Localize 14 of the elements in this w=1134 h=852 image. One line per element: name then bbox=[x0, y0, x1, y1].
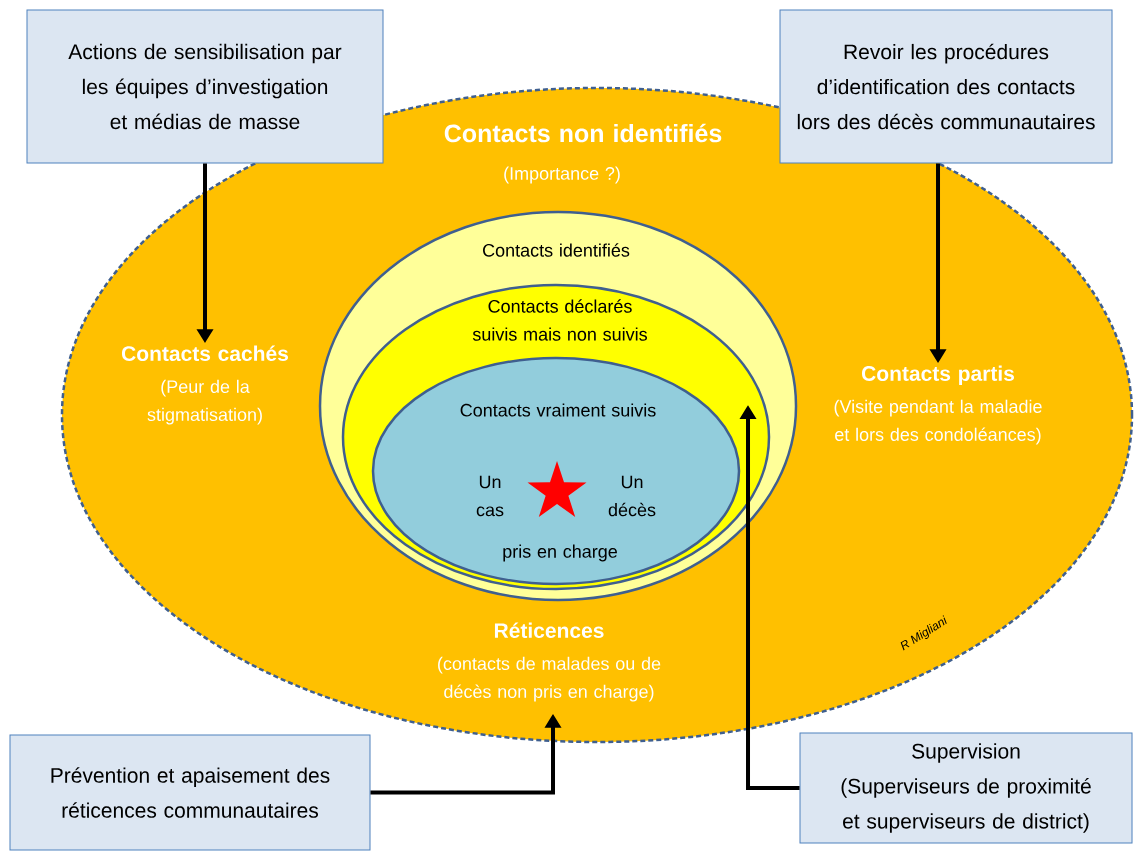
ellipse-label: (Importance ?) bbox=[504, 166, 620, 184]
ellipse-label: Contacts identifiés bbox=[483, 243, 630, 257]
region-label: Contacts cachés (Peur de la stigmatisation) bbox=[121, 345, 288, 425]
ellipse-label: Contacts déclarés suivis mais non suivis bbox=[472, 299, 647, 341]
ellipse-label: Un décès bbox=[608, 475, 656, 517]
action-box: Actions de sensibilisation par les équipes d’investigation et médias de masse bbox=[26, 9, 384, 164]
action-box: Revoir les procédures d’identification des contacts lors des décès communautaires bbox=[779, 9, 1113, 164]
heading: Contacts non identifiés bbox=[444, 123, 722, 143]
region-label: Réticences (contacts de malades ou de décès non pris en charge) bbox=[438, 622, 661, 702]
ellipse-label: Contacts vraiment suivis bbox=[460, 403, 656, 417]
action-box: Supervision (Superviseurs de proximité et superviseurs de district) bbox=[799, 732, 1133, 844]
region-label: Contacts partis (Visite pendant la maladie et lors des condoléances) bbox=[834, 365, 1042, 445]
action-box: Prévention et apaisement des réticences communautaires bbox=[9, 734, 371, 851]
ellipse-label: pris en charge bbox=[503, 544, 617, 562]
